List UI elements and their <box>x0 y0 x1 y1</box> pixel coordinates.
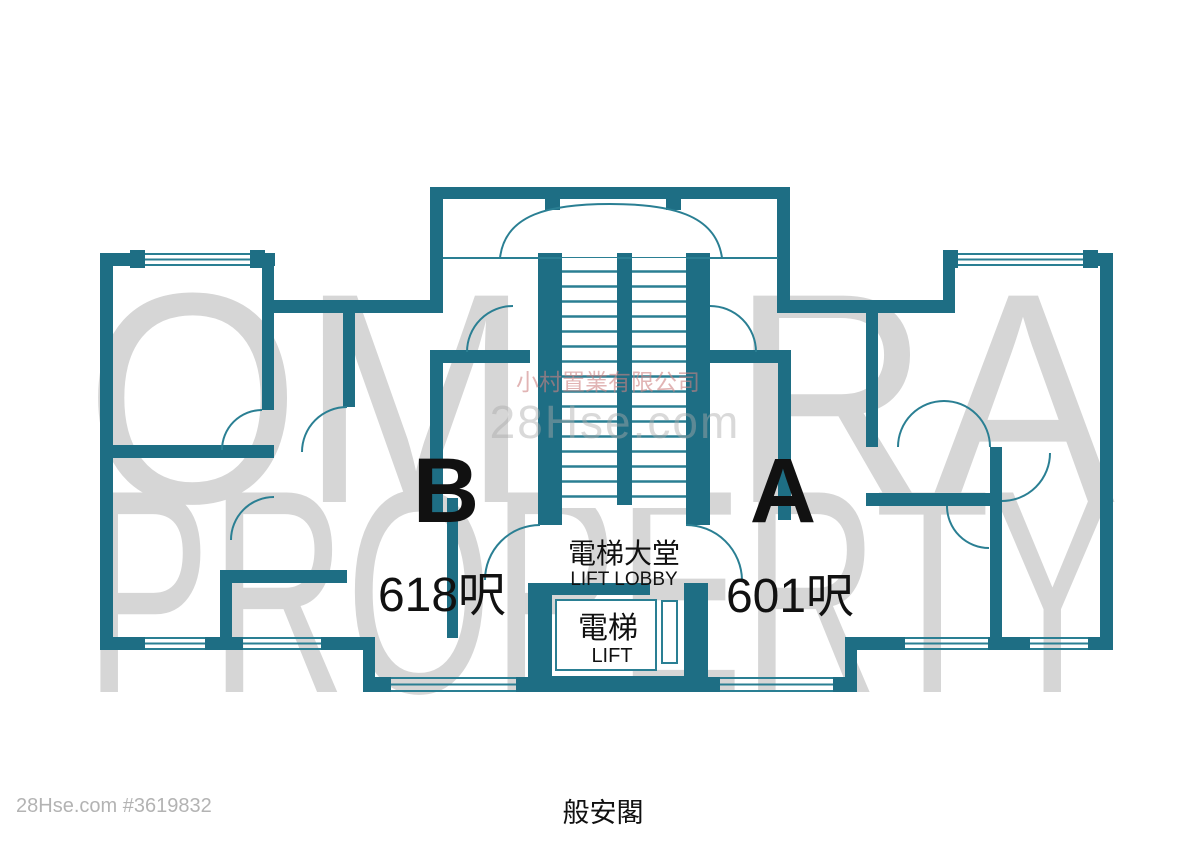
lift-label-en: LIFT <box>591 645 632 667</box>
site-watermark: 28Hse.com <box>490 396 741 448</box>
unit-a-label: A <box>750 440 816 542</box>
listing-id: 28Hse.com #3619832 <box>16 795 212 817</box>
unit-b-window-lines <box>145 253 321 650</box>
unit-a-area: 601呎 <box>726 570 854 623</box>
lift-structure <box>528 583 708 692</box>
staircase-treads <box>562 258 686 508</box>
lift-lobby-label-zh: 電梯大堂 <box>568 538 680 569</box>
core-structure <box>430 187 791 525</box>
lift-label-zh: 電梯 <box>578 612 638 645</box>
lobby-door-arcs <box>484 524 743 581</box>
unit-b-walls <box>100 250 458 650</box>
unit-a-window-lines <box>905 253 1088 650</box>
unit-b-label: B <box>413 440 479 542</box>
lift-car <box>555 599 657 671</box>
lift-door-panel <box>661 600 678 664</box>
building-name: 般安閣 <box>563 798 644 828</box>
unit-b-door-arcs <box>221 305 514 541</box>
lift-lobby-label-en: LIFT LOBBY <box>570 569 678 590</box>
lower-window-strips <box>363 637 857 692</box>
agency-watermark: 小村置業有限公司 <box>516 369 700 395</box>
unit-a-door-arcs <box>709 305 1051 549</box>
unit-b-area: 618呎 <box>378 569 506 622</box>
unit-a-walls <box>790 250 1113 650</box>
